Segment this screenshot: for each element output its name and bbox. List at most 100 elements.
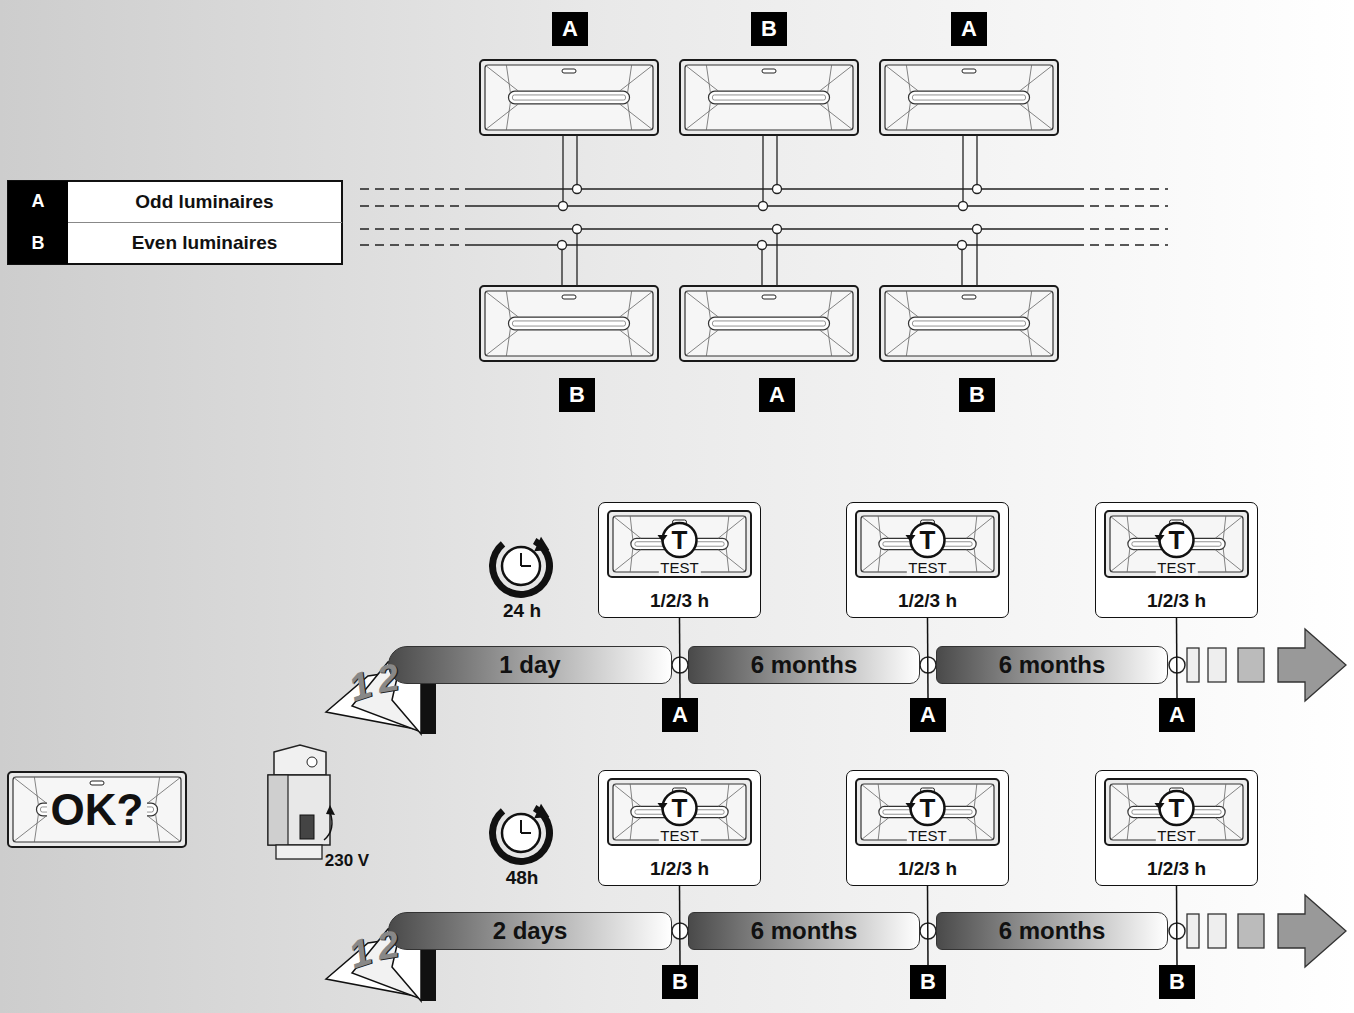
test-connector <box>1176 618 1178 698</box>
legend-key: A <box>8 181 68 222</box>
reflector-line <box>628 102 632 130</box>
junction-dot <box>758 241 767 250</box>
reflector-line <box>1020 330 1053 356</box>
luminaire-tube <box>908 91 1029 104</box>
reflector-line <box>148 777 181 803</box>
reflector-line <box>718 818 746 840</box>
reflector-line <box>878 548 881 572</box>
luminaire-inner <box>885 65 1053 130</box>
group-label: B <box>751 12 787 46</box>
test-connector <box>679 886 681 965</box>
drop-wire <box>976 135 977 189</box>
reflector-line <box>726 784 729 808</box>
test-symbol-letter: T <box>1169 525 1185 555</box>
test-box-ground <box>846 770 1009 886</box>
reflector-line <box>485 330 518 356</box>
test-symbol-circle <box>1160 523 1194 557</box>
test-connector <box>927 618 929 698</box>
clock-hand <box>520 820 522 833</box>
reflector-line <box>506 291 510 319</box>
luminaire-icon <box>880 286 1058 361</box>
reflector-line <box>820 65 853 91</box>
reflector-line <box>828 328 832 356</box>
test-connector <box>1176 886 1178 965</box>
reflector-line <box>878 816 881 840</box>
test-symbol-circle <box>663 791 697 825</box>
junction-dot <box>573 185 582 194</box>
reflector-line <box>1223 548 1226 572</box>
group-letter: B <box>920 969 936 995</box>
indicator-led <box>562 295 576 299</box>
luminaire-icon <box>1105 779 1248 845</box>
reflector-line <box>718 550 746 572</box>
reflector-line <box>1020 291 1053 317</box>
reflector-line <box>613 516 641 538</box>
reflector-line <box>628 291 632 319</box>
reflector-line <box>820 104 853 130</box>
timeline-continuation <box>1187 648 1199 682</box>
drop-wire <box>561 245 562 286</box>
reflector-line <box>1127 816 1130 840</box>
voltage-label: 230 V <box>318 850 376 872</box>
bus-wire-dashed <box>1075 244 1168 245</box>
test-connector <box>927 886 929 965</box>
reflector-line <box>906 328 910 356</box>
timeline-band: 6 months <box>688 646 920 684</box>
test-symbol-letter: T <box>920 793 936 823</box>
reflector-line <box>885 330 918 356</box>
reflector-line <box>966 516 994 538</box>
group-letter: B <box>569 382 585 408</box>
reflector-line <box>726 816 729 840</box>
reflector-line <box>620 291 653 317</box>
test-duration: 1/2/3 h <box>1147 858 1206 880</box>
luminaire-tube-inner <box>712 321 825 326</box>
reflector-line <box>1127 516 1130 540</box>
luminaire-icon <box>608 511 751 577</box>
timeline-band: 2 days <box>388 912 672 950</box>
reflector-line <box>974 516 977 540</box>
reflector-line <box>506 65 510 93</box>
period-label: 6 months <box>751 917 858 945</box>
luminaire-body <box>1105 779 1248 845</box>
test-box-ground <box>598 770 761 886</box>
drop-wire <box>976 229 977 286</box>
test-symbol-circle <box>911 791 945 825</box>
group-letter: A <box>1169 702 1185 728</box>
test-caption: TEST <box>658 560 700 576</box>
legend-text: Odd luminaires <box>68 182 341 222</box>
legend-frame <box>8 181 342 264</box>
luminaire-tube <box>708 317 829 330</box>
timer-clock-icon <box>489 803 553 865</box>
test-box-ground <box>846 502 1009 618</box>
reflector-line <box>485 65 518 91</box>
bus-wire-dashed <box>360 205 465 206</box>
breaker-bottom <box>276 845 322 859</box>
reflector-line <box>885 65 918 91</box>
reflector-line <box>906 291 910 319</box>
luminaire-icon <box>1105 511 1248 577</box>
junction-dot <box>773 225 782 234</box>
indicator-led <box>962 295 976 299</box>
reflector-line <box>828 102 832 130</box>
test-box: TTEST1/2/3 h <box>1095 502 1258 618</box>
luminaire-inner <box>685 291 853 356</box>
bus-wire <box>465 205 1075 206</box>
reflector-line <box>1110 550 1138 572</box>
test-duration: 1/2/3 h <box>650 590 709 612</box>
period-label: 1 day <box>499 651 560 679</box>
reflector-line <box>1020 65 1053 91</box>
luminaire-body <box>8 772 186 847</box>
luminaire-body <box>608 511 751 577</box>
breaker-top <box>274 745 326 775</box>
reflector-line <box>620 330 653 356</box>
group-label: A <box>1159 698 1195 732</box>
drop-wire <box>761 245 762 286</box>
reflector-line <box>1215 784 1243 806</box>
bus-wire-dashed <box>360 228 465 229</box>
test-symbol-letter: T <box>672 793 688 823</box>
timeline-band: 6 months <box>936 912 1168 950</box>
luminaire-tube <box>908 317 1029 330</box>
reflector-line <box>706 291 710 319</box>
bus-wire-dashed <box>1075 188 1168 189</box>
indicator-led <box>762 295 776 299</box>
